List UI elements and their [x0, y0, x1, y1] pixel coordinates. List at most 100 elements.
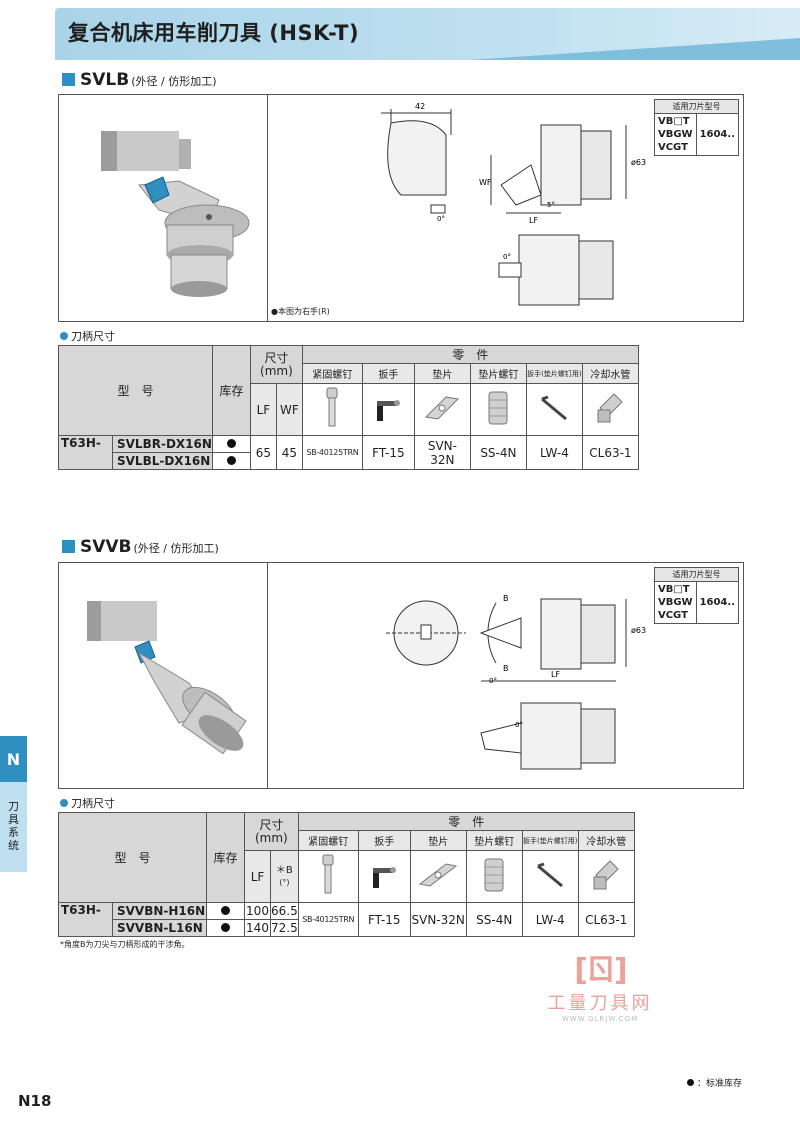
b-cell: 66.5: [270, 902, 299, 920]
th-wf: WF: [275, 383, 303, 436]
dims-caption-2: 刀柄尺寸: [60, 795, 115, 811]
dim-b-upper: B: [503, 594, 509, 603]
caption-dot: [60, 799, 68, 807]
spec-table-svlb: 型 号 库存 尺寸 (mm) 零 件 紧固螺钉 扳手 垫片 垫片螺钉 扳手(垫片…: [58, 345, 639, 470]
figure-box-svvb: B B LF ø63 0° 0° 适用刀片型号 VB□T VBGW VCGT 1…: [58, 562, 744, 789]
th-b-label: ＊B: [275, 864, 293, 876]
th-lf: LF: [249, 383, 277, 436]
insert-header: 适用刀片型号: [653, 567, 740, 582]
th-coolant: 冷却水管: [581, 363, 639, 384]
section-subtitle: (外径 / 仿形加工): [133, 542, 219, 555]
screw-icon: [301, 383, 363, 436]
th-shim-screw: 垫片螺钉: [465, 830, 523, 851]
shim-screw-icon: [469, 383, 527, 436]
stock-dot: [226, 439, 236, 448]
technical-drawing-svlb: 42 WF LF ø63 5° 0° 0°: [381, 102, 646, 306]
th-shim-wrench: 扳手(垫片螺钉用): [521, 830, 579, 851]
page-title: 复合机床用车削刀具 (HSK-T): [68, 21, 360, 45]
tool-illustration-svvb: [87, 601, 247, 755]
section-title-svvb: SVVB (外径 / 仿形加工): [62, 537, 219, 557]
stock-cell: [211, 435, 251, 453]
model-cell: SVLBR-DX16N: [112, 435, 213, 453]
insert-code: VB□T: [657, 116, 690, 127]
wrench-icon: [357, 850, 411, 903]
lf-cell: 100: [244, 902, 271, 920]
insert-header: 适用刀片型号: [653, 99, 740, 114]
th-shim-screw: 垫片螺钉: [469, 363, 527, 384]
insert-codes: VB□T VBGW VCGT: [653, 113, 697, 156]
dim-angle-5: 5°: [547, 201, 555, 209]
dim-b-lower: B: [503, 664, 509, 673]
dim-wf: WF: [479, 178, 492, 187]
th-shim: 垫片: [413, 363, 471, 384]
th-parts: 零 件: [297, 812, 635, 831]
side-tab-strip: [0, 782, 27, 872]
watermark-name: 工量刀具网: [547, 993, 653, 1014]
watermark-url: WWW.GLRJW.COM: [561, 1015, 639, 1023]
dims-caption-1: 刀柄尺寸: [60, 328, 115, 344]
page-number: N18: [18, 1092, 52, 1110]
dim-angle-0a: 0°: [437, 215, 445, 223]
caption-text: 刀柄尺寸: [71, 330, 115, 343]
model-cell: SVVBN-H16N: [112, 902, 207, 920]
th-shim: 垫片: [409, 830, 467, 851]
model-cell: SVLBL-DX16N: [112, 452, 213, 470]
coolant-tube-icon: [577, 850, 635, 903]
insert-spec-table-svlb: 适用刀片型号 VB□T VBGW VCGT 1604..: [653, 99, 740, 156]
section-name: SVVB: [80, 537, 132, 557]
th-wrench: 扳手: [361, 363, 415, 384]
screw-icon: [297, 850, 359, 903]
hex-key-icon: [525, 383, 583, 436]
coolant-cell: CL63-1: [581, 435, 639, 470]
stock-dot: [221, 923, 230, 932]
shim-screw-icon: [465, 850, 523, 903]
stock-cell: [211, 452, 251, 470]
technical-drawing-svvb: B B LF ø63 0° 0°: [386, 594, 646, 770]
hex-key-icon: [521, 850, 579, 903]
insert-size: 1604..: [695, 581, 740, 624]
th-b-unit: (°): [279, 877, 290, 887]
th-model: 型 号: [58, 345, 213, 436]
insert-spec-table-svvb: 适用刀片型号 VB□T VBGW VCGT 1604..: [653, 567, 740, 624]
model-prefix: T63H-: [58, 902, 113, 937]
dim-angle-0a: 0°: [489, 677, 497, 685]
hand-note: ●本图为右手(R): [271, 307, 330, 316]
caption-dot: [60, 332, 68, 340]
side-tab-letter[interactable]: N: [0, 736, 27, 782]
footnote: *角度B为刀尖与刀柄形成的干涉角。: [60, 940, 190, 949]
dim-phi63: ø63: [631, 158, 646, 167]
side-tab-label: 刀具系统: [8, 800, 19, 852]
stock-dot: [221, 906, 230, 915]
dim-phi63: ø63: [631, 626, 646, 635]
th-parts: 零 件: [301, 345, 639, 364]
th-b: ＊B (°): [270, 850, 299, 903]
wf-cell: 45: [275, 435, 303, 470]
legend-dot: [687, 1079, 694, 1086]
coolant-cell: CL63-1: [577, 902, 635, 937]
th-size: 尺寸 (mm): [244, 812, 299, 851]
wrench-cell: FT-15: [357, 902, 411, 937]
th-stock: 库存: [206, 812, 245, 903]
insert-code: VBGW: [657, 129, 693, 140]
model-prefix: T63H-: [58, 435, 113, 470]
dim-42: 42: [415, 102, 425, 111]
screw-cell: SB-40125TRN: [297, 902, 359, 937]
legend: ：标准库存: [687, 1076, 742, 1089]
shim-screw-cell: SS-4N: [465, 902, 523, 937]
model-cell: SVVBN-L16N: [112, 919, 207, 937]
dim-angle-0b: 0°: [503, 253, 511, 261]
th-size: 尺寸 (mm): [249, 345, 303, 384]
insert-code: VBGW: [657, 597, 693, 608]
th-screw: 紧固螺钉: [297, 830, 359, 851]
th-coolant: 冷却水管: [577, 830, 635, 851]
caption-text: 刀柄尺寸: [71, 797, 115, 810]
shim-wrench-cell: LW-4: [525, 435, 583, 470]
shim-icon: [409, 850, 467, 903]
shim-cell: SVN-32N: [413, 435, 471, 470]
coolant-tube-icon: [581, 383, 639, 436]
stock-cell: [206, 902, 245, 920]
insert-size: 1604..: [695, 113, 740, 156]
section-title-svlb: SVLB (外径 / 仿形加工): [62, 70, 217, 90]
dim-lf: LF: [529, 216, 538, 225]
section-marker: [62, 73, 75, 86]
